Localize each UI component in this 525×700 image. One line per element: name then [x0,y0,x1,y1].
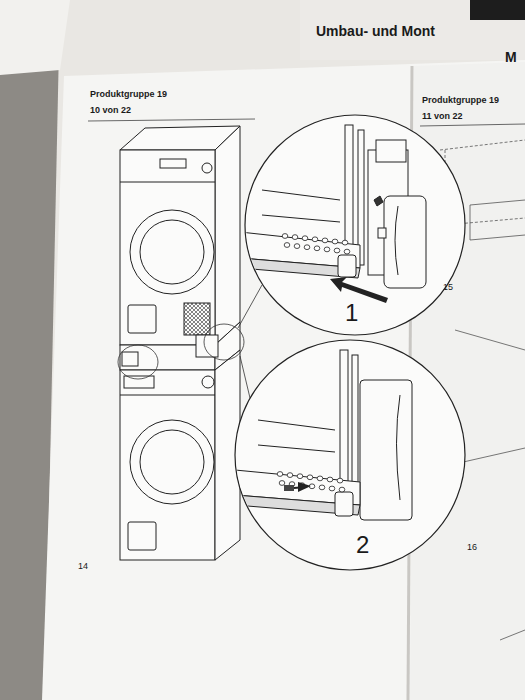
mounting-hole [324,247,330,252]
mounting-hole [304,245,310,250]
mounting-hole [329,486,335,491]
mounting-hole [287,473,293,478]
mounting-hole [302,236,308,241]
brand-logo [470,0,525,20]
page-heading: Umbau- und Mont [316,24,435,39]
detail-view-insert [240,125,426,288]
mounting-hole [327,477,333,482]
mounting-hole [277,472,283,477]
heading-fragment: M [505,50,517,65]
mounting-hole [342,240,348,245]
mounting-hole [282,234,288,239]
mounting-hole [339,487,345,492]
mounting-hole [322,238,328,243]
mounting-hole [292,235,298,240]
page-number: 10 von 22 [90,106,131,116]
mounting-hole [312,237,318,242]
mounting-hole [314,246,320,251]
screw [284,482,311,492]
step-number: 1 [345,300,358,326]
mounting-hole [337,478,343,483]
product-group: Produktgruppe 19 [90,90,167,100]
detail-view-screw [235,350,496,548]
mounting-hole [344,249,350,254]
product-group: Produktgruppe 19 [422,96,499,106]
page-number: 11 von 22 [422,112,463,122]
figure-number: 15 [443,283,453,293]
figure-number: 14 [78,562,88,572]
step-number: 2 [356,532,369,558]
mounting-hole [319,485,325,490]
mounting-hole [317,476,323,481]
manual-page [42,60,525,700]
mounting-hole [334,248,340,253]
mounting-hole [279,481,285,486]
mounting-hole [332,239,338,244]
mounting-hole [307,475,313,480]
washer-dryer-stack [120,126,240,560]
mounting-hole [284,243,290,248]
mounting-hole [294,244,300,249]
mounting-hole [297,474,303,479]
direction-arrow [330,277,388,303]
figure-number: 16 [467,543,477,553]
